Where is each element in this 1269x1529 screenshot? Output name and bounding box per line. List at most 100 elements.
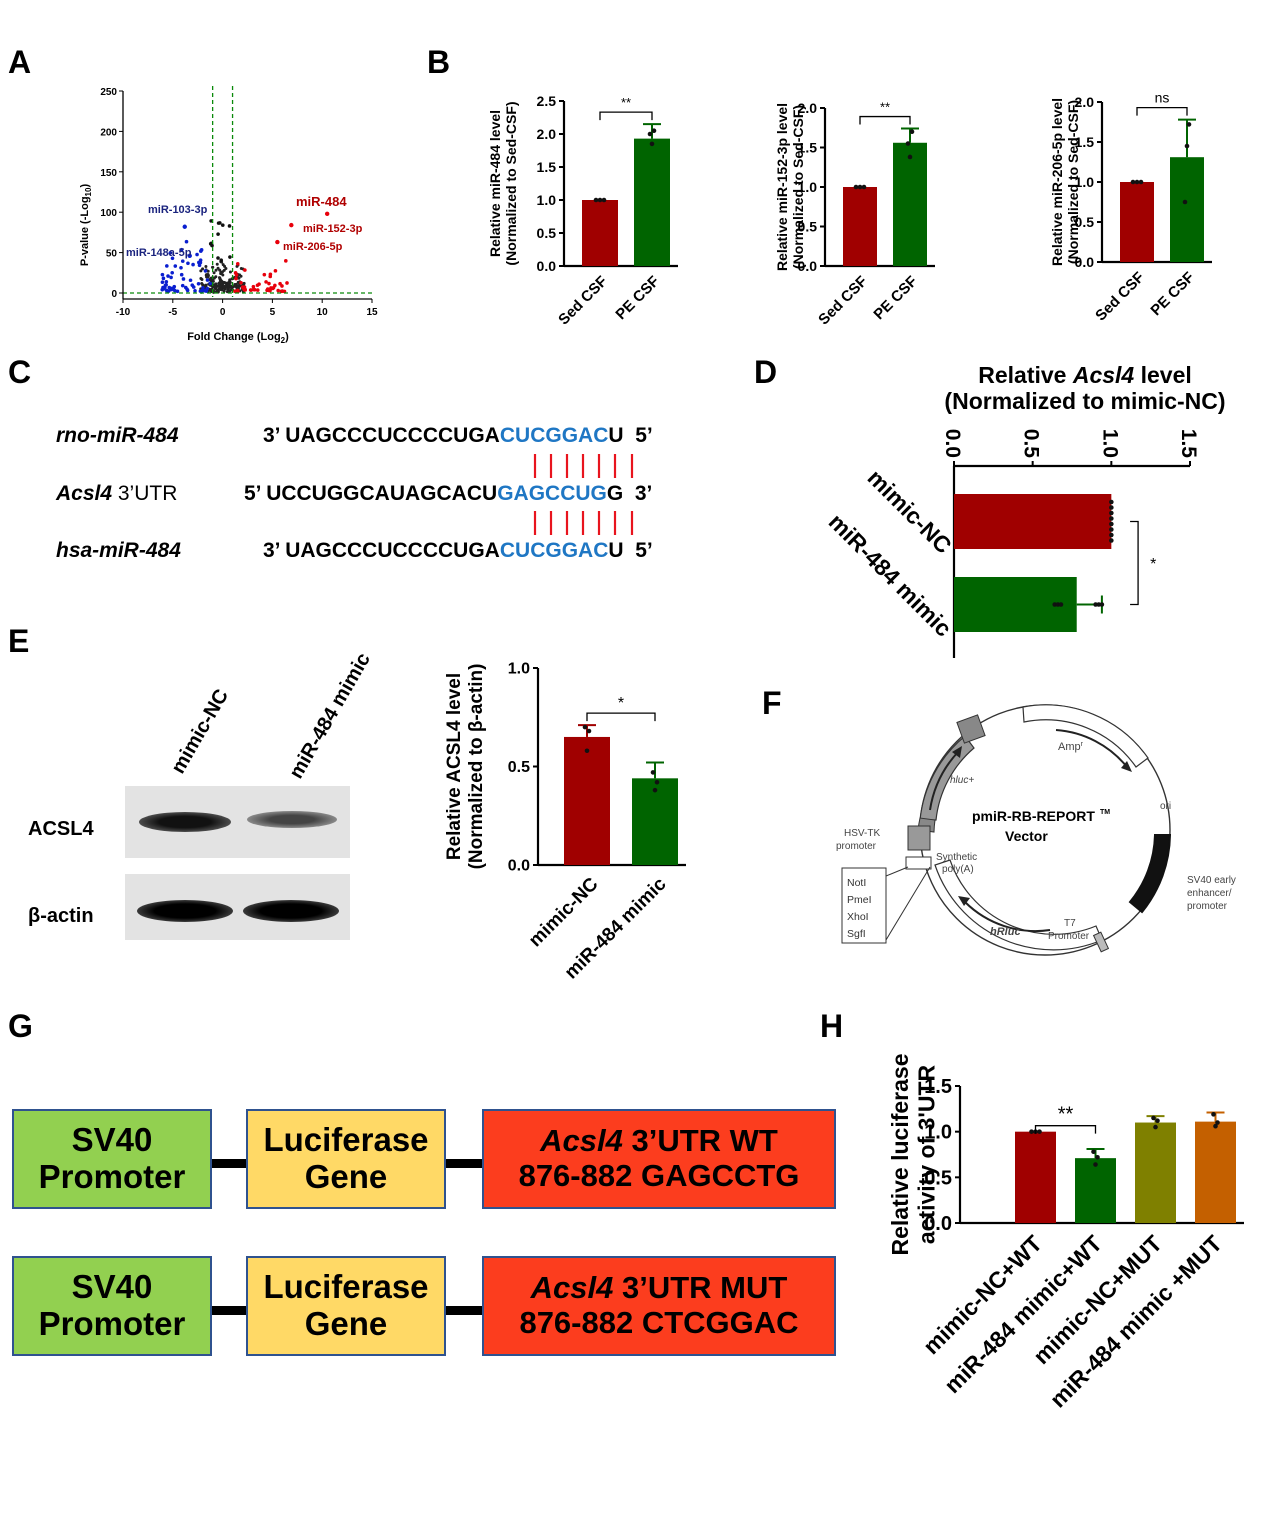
volcano-point-up bbox=[257, 282, 261, 286]
g1-promoter-box: SV40 Promoter bbox=[12, 1109, 212, 1209]
data-point bbox=[1052, 602, 1057, 607]
volcano-point-down bbox=[179, 247, 184, 252]
volcano-point bbox=[233, 283, 237, 287]
volcano-point bbox=[205, 275, 209, 279]
volcano-point bbox=[222, 285, 226, 289]
volcano-point-up bbox=[282, 289, 287, 294]
sig-bracket bbox=[859, 115, 911, 125]
data-point bbox=[1096, 602, 1102, 607]
hsa-sequence: 3’ UAGCCCUCCCCUGACUCGGACU 5’ bbox=[263, 539, 653, 562]
bar-1 bbox=[1075, 1158, 1116, 1223]
volcano-ylabel: P-value (-Log10) bbox=[79, 184, 93, 267]
data-point bbox=[1184, 143, 1190, 149]
svg-text:HSV-TK: HSV-TK bbox=[844, 828, 880, 839]
svg-text:TM: TM bbox=[1100, 809, 1110, 816]
sig-bracket bbox=[1136, 106, 1188, 116]
volcano-point bbox=[236, 285, 240, 289]
data-point bbox=[1182, 199, 1188, 205]
volcano-point-down bbox=[184, 239, 189, 244]
volcano-point-down bbox=[165, 264, 169, 268]
volcano-point-up bbox=[251, 287, 256, 292]
xtick-label: 15 bbox=[366, 307, 378, 318]
volcano-point bbox=[204, 264, 208, 268]
ytick-label: 150 bbox=[100, 168, 117, 179]
data-point bbox=[1138, 179, 1144, 185]
svg-text:poly(A): poly(A) bbox=[942, 864, 974, 875]
category-label: Sed CSF bbox=[1092, 269, 1148, 325]
volcano-point-down bbox=[193, 288, 197, 293]
ytick-label: 100 bbox=[100, 208, 117, 219]
ytick-label: 0.0 bbox=[537, 258, 557, 274]
y-label-2: (Normalized to Sed-CSF) bbox=[790, 105, 806, 269]
y-label-2: activity of 3'UTR bbox=[913, 1064, 939, 1244]
volcano-point-up bbox=[233, 289, 237, 293]
volcano-point bbox=[218, 221, 222, 225]
ytick-label: 2.0 bbox=[1075, 94, 1095, 110]
data-point bbox=[1155, 1118, 1160, 1124]
volcano-point bbox=[228, 270, 232, 274]
label-mir206: miR-206-5p bbox=[283, 241, 343, 253]
highlight-point-miR-152-3p bbox=[289, 222, 294, 228]
xtick-label: 1.0 bbox=[1098, 429, 1121, 458]
y-label: Relative miR-206-5p level bbox=[1049, 98, 1065, 266]
volcano-point bbox=[214, 275, 218, 279]
volcano-point-down bbox=[181, 277, 186, 281]
bar-0 bbox=[582, 200, 618, 266]
volcano-point-up bbox=[234, 276, 238, 281]
ytick-label: 50 bbox=[106, 249, 118, 260]
sig-label: ** bbox=[880, 100, 890, 115]
data-point bbox=[1093, 602, 1098, 607]
sig-label: ns bbox=[1155, 90, 1170, 106]
sig-bracket bbox=[1034, 1125, 1097, 1134]
svg-text:Promoter: Promoter bbox=[1048, 931, 1090, 942]
volcano-point-down bbox=[188, 278, 193, 283]
volcano-point-down bbox=[173, 288, 177, 293]
data-point bbox=[1211, 1112, 1216, 1117]
bar-0 bbox=[1015, 1131, 1056, 1223]
svg-text:enhancer/: enhancer/ bbox=[1187, 888, 1232, 899]
volcano-point-down bbox=[160, 272, 165, 277]
data-point bbox=[853, 184, 859, 190]
data-point bbox=[1153, 1124, 1158, 1130]
y-label: Relative luciferase bbox=[887, 1053, 913, 1255]
panel-d-title: Relative Acsl4 level (Normalized to mimi… bbox=[944, 362, 1226, 415]
ytick-label: 0 bbox=[111, 289, 117, 300]
volcano-point bbox=[220, 223, 225, 227]
ytick-label: 200 bbox=[100, 127, 117, 138]
volcano-point bbox=[226, 286, 230, 290]
data-point bbox=[907, 154, 913, 160]
volcano-point-down bbox=[180, 283, 185, 288]
xtick-label: 1.5 bbox=[1177, 429, 1200, 459]
ytick-label: 1.0 bbox=[924, 1122, 952, 1144]
ytick-label: 250 bbox=[100, 87, 117, 98]
volcano-point bbox=[221, 273, 225, 277]
svg-text:T7: T7 bbox=[1064, 918, 1076, 929]
ytick-label: 0.5 bbox=[924, 1167, 952, 1189]
label-mir152: miR-152-3p bbox=[303, 223, 363, 235]
volcano-point-down bbox=[160, 280, 165, 285]
volcano-point bbox=[242, 281, 246, 285]
data-point bbox=[582, 724, 588, 730]
data-point bbox=[647, 131, 653, 137]
g1-connector-2 bbox=[446, 1159, 482, 1168]
category-label: Sed CSF bbox=[815, 273, 871, 329]
volcano-point-down bbox=[170, 256, 175, 261]
volcano-point-up bbox=[268, 272, 273, 277]
volcano-point-up bbox=[265, 287, 270, 291]
y-label-2: (Normalized to Sed-CSF) bbox=[503, 101, 519, 265]
panel-label-e: E bbox=[8, 623, 30, 659]
y-label: Relative miR-484 level bbox=[487, 110, 503, 257]
data-point bbox=[1055, 602, 1061, 607]
sig-label: * bbox=[1150, 556, 1156, 573]
rno-sequence: 3’ UAGCCCUCCCCUGACUCGGACU 5’ bbox=[263, 424, 653, 447]
label-mir148: miR-148a-5p bbox=[126, 247, 192, 259]
base-pair-lines bbox=[533, 454, 634, 535]
volcano-point bbox=[239, 274, 243, 278]
panel-label-a: A bbox=[8, 44, 32, 80]
highlight-point-miR-484 bbox=[324, 211, 330, 217]
data-point bbox=[650, 770, 656, 775]
highlight-point-miR-148a-5p bbox=[187, 253, 192, 259]
